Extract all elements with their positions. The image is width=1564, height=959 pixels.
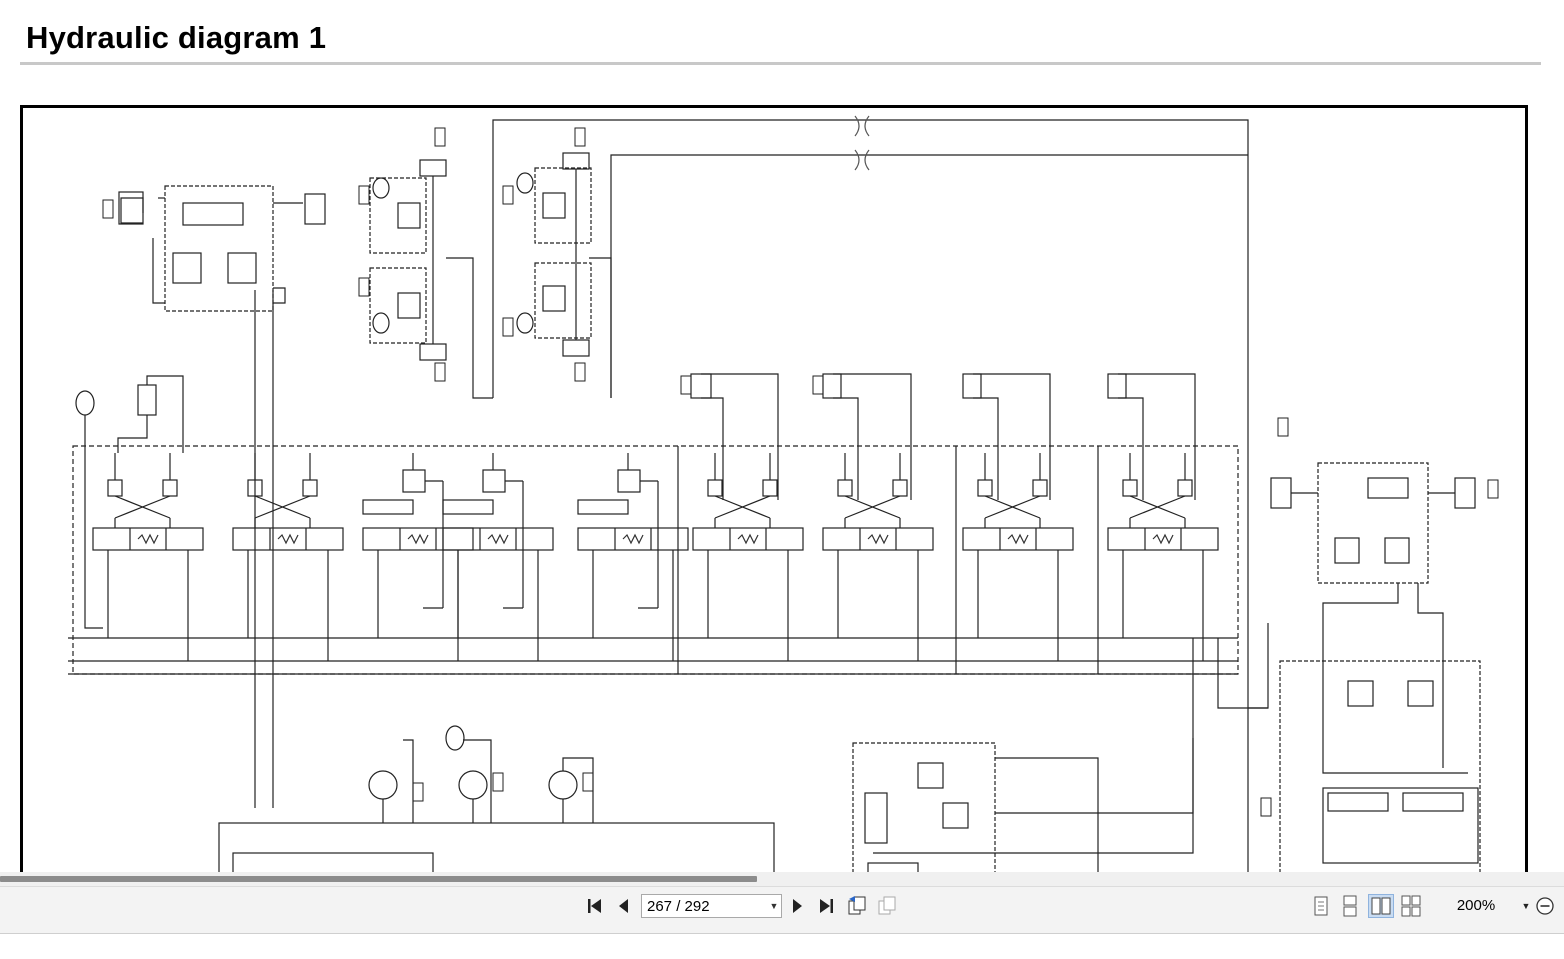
first-page-icon bbox=[588, 899, 601, 913]
horizontal-scrollbar[interactable] bbox=[0, 872, 1564, 886]
next-page-button[interactable] bbox=[788, 896, 808, 916]
last-page-button[interactable] bbox=[815, 896, 837, 916]
zoom-out-button[interactable] bbox=[1534, 895, 1556, 917]
title-divider bbox=[20, 62, 1541, 65]
page-number-field[interactable]: ▼ bbox=[641, 894, 782, 918]
previous-page-icon bbox=[619, 899, 628, 913]
continuous-facing-view-button[interactable] bbox=[1400, 895, 1422, 917]
single-page-view-button[interactable] bbox=[1310, 895, 1332, 917]
document-viewport[interactable]: Hydraulic diagram 1 bbox=[0, 0, 1564, 872]
status-strip bbox=[0, 934, 1564, 959]
previous-view-button[interactable] bbox=[845, 895, 869, 917]
page-title: Hydraulic diagram 1 bbox=[26, 20, 327, 55]
facing-pages-view-button[interactable] bbox=[1368, 894, 1394, 918]
next-page-icon bbox=[793, 899, 802, 913]
zoom-level[interactable]: 200% bbox=[1456, 897, 1496, 914]
continuous-page-view-button[interactable] bbox=[1339, 895, 1361, 917]
hydraulic-schematic-drawing bbox=[68, 115, 1499, 872]
hydraulic-diagram bbox=[20, 105, 1528, 872]
last-page-icon bbox=[820, 899, 833, 913]
previous-view-icon bbox=[848, 896, 866, 915]
previous-page-button[interactable] bbox=[613, 896, 633, 916]
continuous-facing-icon bbox=[1401, 895, 1421, 917]
facing-pages-icon bbox=[1371, 897, 1391, 915]
page-number-input[interactable] bbox=[642, 896, 767, 916]
page-dropdown-icon[interactable]: ▼ bbox=[769, 901, 779, 911]
single-page-icon bbox=[1314, 896, 1328, 916]
toolbar-divider bbox=[0, 933, 1564, 934]
continuous-page-icon bbox=[1343, 895, 1357, 917]
next-view-button[interactable] bbox=[875, 895, 899, 917]
viewer-toolbar bbox=[0, 886, 1564, 935]
zoom-out-icon bbox=[1536, 897, 1554, 915]
horizontal-scrollbar-thumb[interactable] bbox=[0, 876, 757, 882]
zoom-dropdown-icon[interactable]: ▼ bbox=[1521, 901, 1531, 911]
first-page-button[interactable] bbox=[584, 896, 606, 916]
next-view-icon bbox=[878, 896, 896, 915]
